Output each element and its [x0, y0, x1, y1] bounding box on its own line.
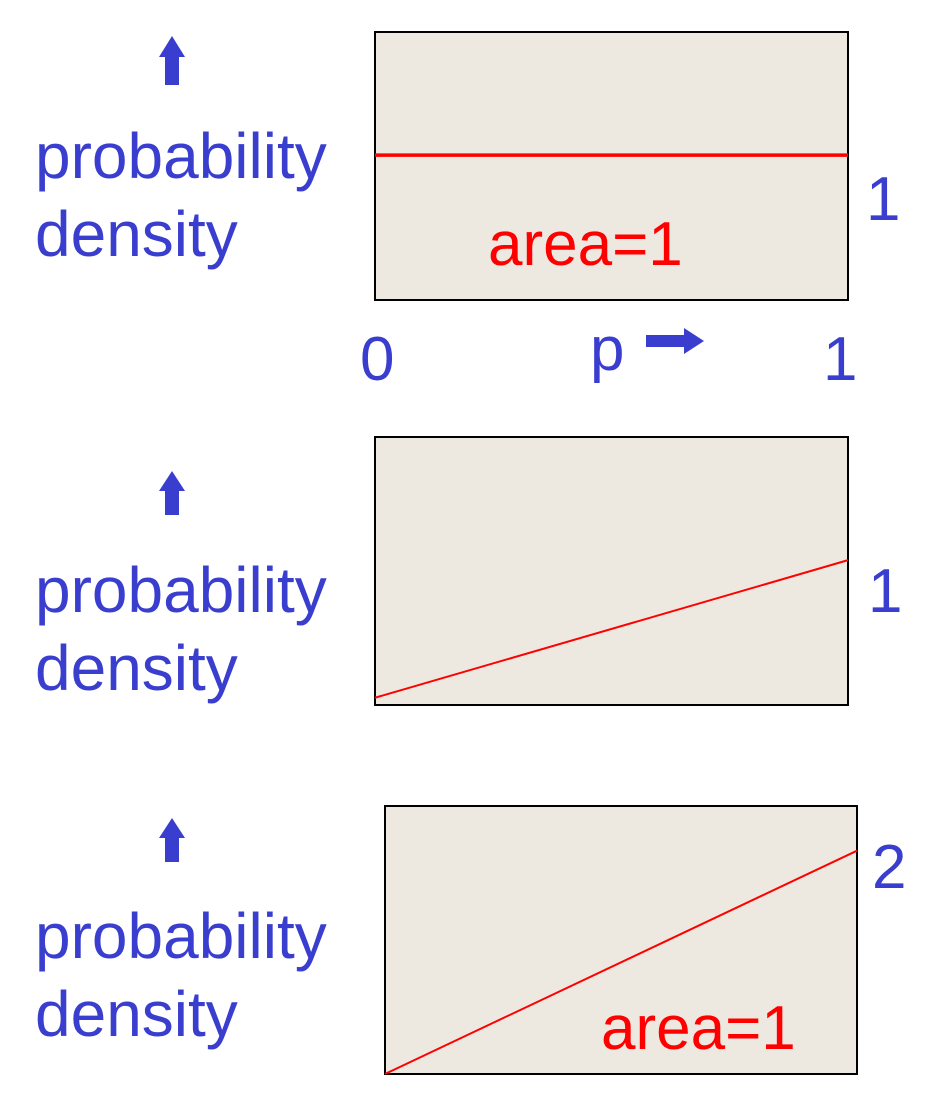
x-axis-label: p [590, 315, 624, 384]
ylabel-line-2: density [35, 198, 238, 270]
panel-2: probability density 1 [35, 436, 902, 706]
right-value-label: 1 [866, 165, 900, 234]
y-arrow-icon [159, 36, 185, 85]
plot-area [374, 31, 849, 301]
panel-1: probability density area=1 1 0 p 1 [35, 31, 900, 394]
ylabel-line-1: probability [35, 554, 327, 626]
plot-area [384, 805, 858, 1075]
right-value-label: 2 [872, 833, 906, 902]
ylabel-line-2: density [35, 632, 238, 704]
panel-3: probability density area=1 2 [35, 805, 906, 1075]
y-arrow-icon [159, 818, 185, 862]
y-arrow-icon [159, 471, 185, 515]
annotation-area: area=1 [601, 994, 796, 1063]
right-value-label: 1 [868, 557, 902, 626]
series-line [374, 559, 849, 699]
x-tick-label-1: 1 [823, 325, 857, 394]
x-arrow-icon [646, 328, 704, 354]
ylabel-line-1: probability [35, 120, 327, 192]
x-tick-label-0: 0 [360, 325, 394, 394]
ylabel-line-1: probability [35, 900, 327, 972]
plot-area [374, 436, 849, 706]
series-line [384, 849, 858, 1075]
ylabel-line-2: density [35, 978, 238, 1050]
annotation-area: area=1 [488, 210, 683, 279]
